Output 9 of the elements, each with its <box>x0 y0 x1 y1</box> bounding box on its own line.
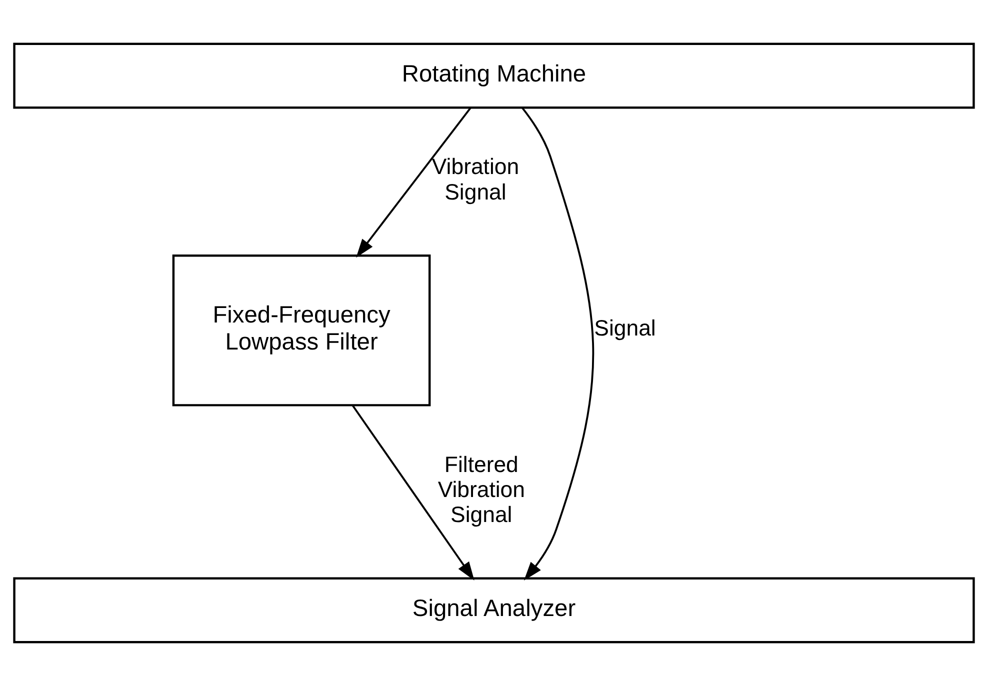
node-box: Signal Analyzer <box>13 576 975 643</box>
edge-label: Vibration Signal <box>432 154 520 204</box>
node-box: Fixed-Frequency Lowpass Filter <box>172 254 431 406</box>
edge-label: Signal <box>594 315 656 340</box>
node-box: Rotating Machine <box>13 42 975 108</box>
edge-label: Filtered Vibration Signal <box>438 451 525 527</box>
arrow <box>356 106 472 258</box>
arrow <box>522 106 594 580</box>
arrow <box>352 404 474 580</box>
